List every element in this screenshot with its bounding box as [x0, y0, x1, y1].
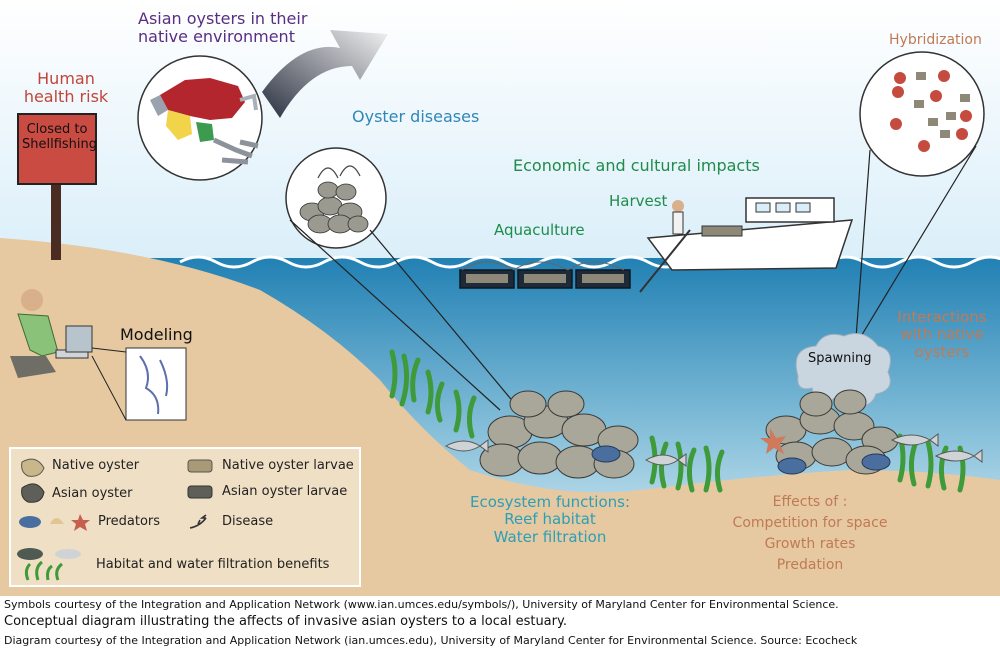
- reef-habitat-label: Reef habitat: [504, 510, 596, 529]
- native-larvae-icon: [187, 459, 213, 473]
- legend-asian-oyster: Asian oyster: [52, 486, 133, 501]
- legend-native-oyster: Native oyster: [52, 458, 140, 473]
- crab-icon: [19, 516, 41, 528]
- spawning-label: Spawning: [808, 351, 872, 366]
- sign-closed-label: Closed to Shellfishing: [22, 122, 98, 152]
- starfish-icon: [71, 514, 90, 531]
- hybridization-circle: [859, 51, 985, 177]
- legend-panel: [9, 447, 361, 587]
- seagrass: [389, 349, 966, 493]
- scientist: [17, 313, 59, 357]
- effects-heading: Effects of :: [772, 494, 848, 510]
- human-health-risk-label: Human health risk: [23, 69, 109, 107]
- disease-pointer: [289, 219, 501, 411]
- growth-rates-label: Growth rates: [764, 536, 856, 552]
- diagram-credit: Diagram courtesy of the Integration and …: [4, 634, 858, 647]
- legend-habitat-benefits: Habitat and water filtration benefits: [96, 557, 330, 572]
- legend-asian-larvae: Asian oyster larvae: [222, 484, 348, 499]
- modeling-label: Modeling: [120, 325, 193, 344]
- effects-block: Effects of : Competition for space Growt…: [720, 492, 900, 576]
- hybridization-label: Hybridization: [889, 32, 982, 48]
- economic-impacts-label: Economic and cultural impacts: [513, 156, 760, 175]
- migration-arrow: [262, 30, 388, 118]
- ecosystem-functions-block: Ecosystem functions: Reef habitat Water …: [460, 493, 640, 546]
- harvest-boat: [646, 219, 854, 271]
- sign-board: [17, 113, 97, 185]
- oyster-diseases-label: Oyster diseases: [352, 107, 480, 126]
- interactions-label: Interactions with native oysters: [897, 308, 987, 361]
- predation-label: Predation: [776, 557, 844, 573]
- sign-post: [51, 180, 61, 260]
- ecosystem-functions-heading: Ecosystem functions:: [469, 493, 631, 511]
- model-map: [125, 347, 187, 421]
- estuary-diagram: Human health risk Closed to Shellfishing…: [0, 0, 1000, 596]
- symbols-credit: Symbols courtesy of the Integration and …: [4, 598, 839, 611]
- fish-icon: [17, 548, 43, 560]
- asian-oyster-icon: [21, 483, 45, 503]
- harvest-label: Harvest: [609, 192, 668, 210]
- native-environment-label: Asian oysters in their native environmen…: [138, 9, 308, 47]
- competition-label: Competition for space: [732, 515, 888, 531]
- wave-line: [179, 255, 1000, 269]
- asian-larvae-icon: [187, 485, 213, 499]
- scene-illustration: [0, 0, 1000, 596]
- grass-icon: [24, 560, 63, 581]
- shell-icon: [50, 518, 64, 524]
- legend-disease: Disease: [222, 514, 274, 529]
- aquaculture-label: Aquaculture: [494, 221, 585, 239]
- water-filtration-label: Water filtration: [493, 527, 607, 546]
- legend-native-larvae: Native oyster larvae: [222, 458, 354, 473]
- disease-icon: [189, 514, 207, 529]
- native-oyster-icon: [21, 458, 45, 477]
- oyster-reef-left: [479, 390, 639, 479]
- legend-predators: Predators: [98, 514, 161, 529]
- diagram-caption: Conceptual diagram illustrating the affe…: [4, 614, 567, 629]
